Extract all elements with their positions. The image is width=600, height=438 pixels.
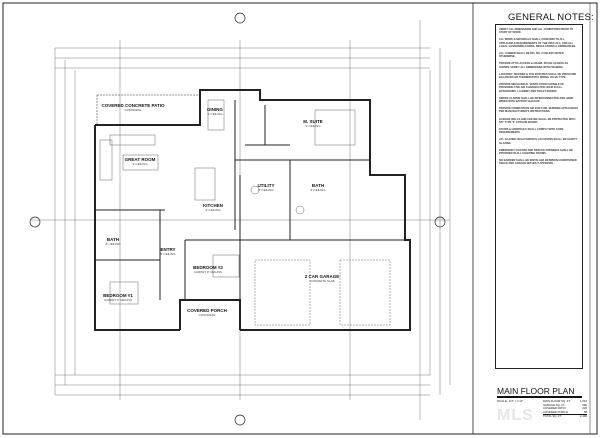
patio-outline <box>96 94 201 126</box>
furniture <box>99 99 391 326</box>
area-table: MAIN FLOOR SQ. FT. 1,616 GARAGE SQ. FT. 59… <box>543 399 587 419</box>
dining-table <box>207 99 225 131</box>
note: ALL LUMBER SHALL BE DFL NO. 2 UNLESS NOT… <box>499 52 564 59</box>
room-sub: CARPET 9' CEILING <box>103 297 133 302</box>
area-label: GARAGE SQ. FT. <box>543 402 566 407</box>
area-value: 1,616 <box>580 399 587 403</box>
area-value: 2,490 <box>580 414 587 419</box>
room-name: ENTRY <box>160 246 176 252</box>
room-sub: 8' CEILING <box>310 187 326 192</box>
mls-watermark-logo: MLS <box>497 407 534 424</box>
bedroom2-bed <box>212 254 240 278</box>
room-sub: 9' CEILING <box>205 207 221 212</box>
note: SMOKE ALARMS SHALL BE INTERCONNECTED AND… <box>499 96 574 104</box>
room-sub: 9' CEILING <box>132 161 148 166</box>
room-sub: 8' CEILING <box>258 187 274 192</box>
interior-walls <box>95 100 410 330</box>
area-row: COVERED PATIO 226 <box>543 407 587 411</box>
kitchen-island <box>194 167 216 201</box>
section-marker-north <box>234 12 246 24</box>
note: GARAGE WALLS AND CEILING SHALL BE PROTEC… <box>499 117 576 124</box>
general-notes-box: VERIFY ALL DIMENSIONS AND ALL CONDITIONS… <box>495 24 583 369</box>
area-row-total: TOTAL SQ. FT. 2,490 <box>543 414 587 419</box>
plan-title-underline <box>497 396 582 398</box>
area-row: COVERED PORCH 58 <box>543 409 587 415</box>
room-name: BATH <box>311 182 325 188</box>
area-value: 590 <box>582 402 587 407</box>
room-sub: 9' CEILING <box>207 111 223 116</box>
note: ALL WORK & MATERIALS SHALL CONFORM TO AL… <box>499 38 577 48</box>
area-row: GARAGE SQ. FT. 590 <box>543 402 587 408</box>
room-sub: 9' CEILING <box>160 251 176 256</box>
area-label: COVERED PORCH <box>543 409 568 414</box>
room-name: DINING <box>207 106 223 112</box>
garage-car-1 <box>254 259 311 326</box>
room-name: M. SUITE <box>303 118 323 124</box>
plan-scale: SCALE: 1/4" = 1'-0" <box>497 399 524 403</box>
note: STAIRS & HANDRAILS SHALL COMPLY WITH COD… <box>499 128 564 135</box>
room-name: COVERED PORCH <box>187 307 227 313</box>
room-name: UTILITY <box>257 182 275 188</box>
area-row: MAIN FLOOR SQ. FT. 1,616 <box>543 399 587 404</box>
section-marker-south <box>234 414 246 426</box>
section-marker-west <box>29 216 41 228</box>
room-name: BATH <box>106 236 120 242</box>
note: PROVIDE COMBUSTION AIR FOR FUEL BURNING … <box>499 107 579 114</box>
room-name: BEDROOM #2 <box>193 264 223 270</box>
room-sub: CARPET 9' CEILING <box>193 269 223 274</box>
room-name: BEDROOM #1 <box>103 292 133 298</box>
area-label: TOTAL SQ. FT. <box>543 414 562 419</box>
note: LAVATORY, SHOWER & TUB FIXTURES SHALL BE… <box>499 72 577 80</box>
room-sub: CONCRETE SLAB <box>309 278 335 283</box>
area-label: MAIN FLOOR SQ. FT. <box>543 399 571 403</box>
note: EMERGENCY ESCAPE AND RESCUE OPENINGS SHA… <box>499 148 573 156</box>
bedroom1-bed <box>109 281 139 305</box>
dimension-lines <box>30 20 451 420</box>
general-notes-title: GENERAL NOTES: <box>508 12 594 23</box>
garage-car-2 <box>339 259 391 326</box>
note: ALL GLAZING IN HAZARDOUS LOCATIONS SHALL… <box>499 138 578 145</box>
room-sub: 9' CEILING <box>305 123 321 128</box>
room-name: 2 CAR GARAGE <box>304 273 340 279</box>
room-name: COVERED CONCRETE PATIO <box>101 102 165 108</box>
room-sub: CONCRETE <box>124 107 142 112</box>
room-name: GREAT ROOM <box>124 156 156 162</box>
room-sub: CONCRETE <box>198 312 216 317</box>
area-value: 58 <box>583 409 587 414</box>
area-value: 226 <box>582 406 587 411</box>
note: PROVIDE MECHANICAL VENTILATION CAPABLE O… <box>499 83 564 93</box>
m-suite-bed <box>314 109 356 146</box>
room-name: KITCHEN <box>203 202 223 208</box>
note: NO BARRIER SHALL BE INSTALLED BETWEEN CO… <box>499 159 577 166</box>
note: VERIFY ALL DIMENSIONS AND ALL CONDITIONS… <box>499 28 574 35</box>
room-sub: 8' CEILING <box>105 241 121 246</box>
area-label: COVERED PATIO <box>543 406 566 411</box>
plan-title: MAIN FLOOR PLAN <box>497 386 575 396</box>
note: PROVIDE ATTIC ACCESS & CRAWL SPACE ACCES… <box>499 62 569 69</box>
section-marker-east <box>434 216 446 228</box>
